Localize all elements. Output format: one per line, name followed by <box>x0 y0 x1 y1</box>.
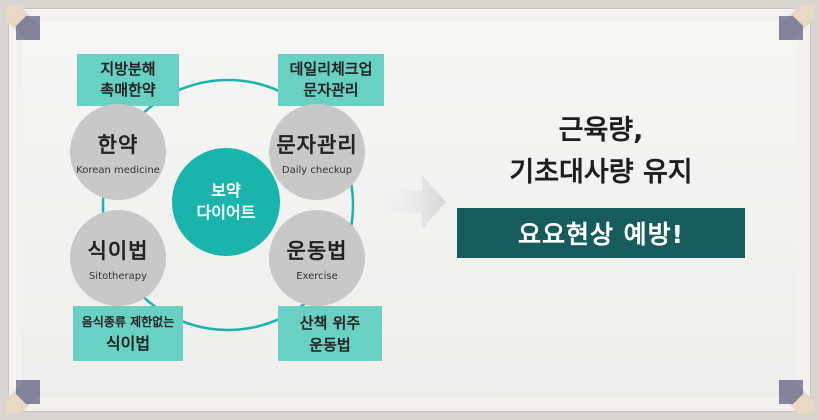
node-exercise: 운동법 Exercise <box>269 210 365 306</box>
node-subtitle: Exercise <box>296 270 338 282</box>
corner-ribbon-icon <box>6 380 40 414</box>
result-line: 근육량, <box>558 115 644 146</box>
tag-line: 촉매한약 <box>100 81 156 99</box>
tag-line: 데일리체크업 <box>289 60 373 78</box>
node-subtitle: Korean medicine <box>76 164 160 176</box>
tag-line: 운동법 <box>309 335 351 354</box>
node-title: 식이법 <box>87 238 149 263</box>
result-line: 기초대사량 유지 <box>509 157 693 188</box>
tag-daily-check: 데일리체크업 문자관리 <box>278 54 384 106</box>
tag-line: 식이법 <box>105 333 151 353</box>
tag-walking: 산책 위주 운동법 <box>278 306 382 361</box>
result-headline: 근육량, 기초대사량 유지 <box>456 110 746 194</box>
tag-herbal: 지방분해 촉매한약 <box>77 54 179 106</box>
center-line: 보약 <box>211 181 241 200</box>
banner-text: 요요현상 예방! <box>517 220 685 249</box>
corner-ribbon-icon <box>6 6 40 40</box>
center-tonic-diet: 보약 다이어트 <box>172 148 280 256</box>
node-subtitle: Daily checkup <box>281 164 353 176</box>
tag-line: 지방분해 <box>100 60 156 78</box>
tag-line: 문자관리 <box>303 81 359 99</box>
corner-ribbon-icon <box>779 380 813 414</box>
right-arrow-icon <box>384 175 446 229</box>
tag-line: 음식종류 제한없는 <box>81 314 175 329</box>
tag-line: 산책 위주 <box>299 313 361 332</box>
center-line: 다이어트 <box>196 203 256 222</box>
node-title: 한약 <box>97 132 139 157</box>
node-subtitle: Sitotherapy <box>88 270 148 282</box>
node-sitotherapy: 식이법 Sitotherapy <box>70 210 166 306</box>
corner-ribbon-icon <box>779 6 813 40</box>
node-korean-medicine: 한약 Korean medicine <box>70 104 166 200</box>
node-daily-checkup: 문자관리 Daily checkup <box>269 104 365 200</box>
node-title: 문자관리 <box>276 132 358 157</box>
tag-diet-method: 음식종류 제한없는 식이법 <box>73 306 183 361</box>
yoyo-prevention-banner: 요요현상 예방! <box>457 208 745 258</box>
node-title: 운동법 <box>286 238 348 263</box>
